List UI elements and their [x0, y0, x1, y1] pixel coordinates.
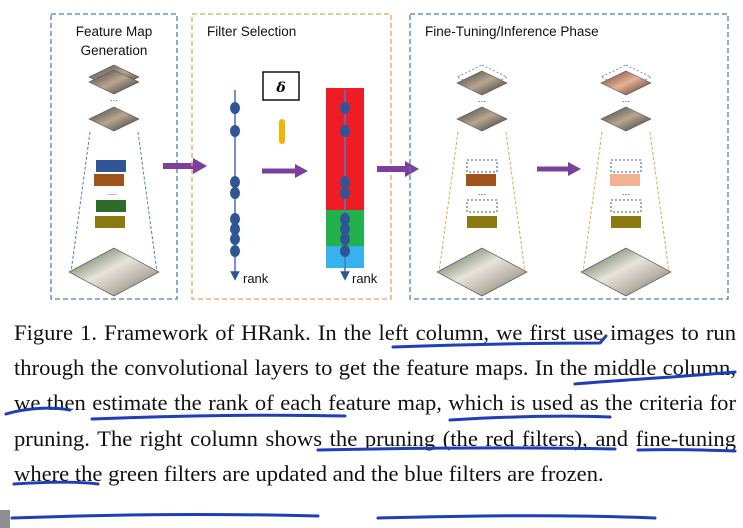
- conv-filter-block: [466, 159, 498, 173]
- feature-map-tile: [456, 70, 508, 96]
- flow-arrow: [163, 158, 207, 174]
- delta-threshold-bar: [279, 119, 285, 144]
- conv-filter-block: [96, 200, 126, 212]
- feature-map-tile: [600, 106, 652, 132]
- input-image: [580, 247, 672, 297]
- feature-map-generation-panel: Feature Map Generation … …: [50, 13, 178, 300]
- caption-text: , we first use images to run through the…: [14, 320, 736, 381]
- caption-text: Figure 1. Framework of HRank.: [14, 320, 318, 345]
- feature-map-tile: [600, 70, 652, 96]
- feature-map-tile: [88, 69, 140, 95]
- hrank-framework-figure: Feature Map Generation … … Filter Select…: [50, 13, 729, 300]
- caption-highlight: as the criteria for pruning: [14, 390, 736, 451]
- caption-highlight: estimate the rank: [92, 390, 249, 416]
- panel-title-line: Fine-Tuning/Inference Phase: [425, 24, 599, 39]
- pyramid-guide: [438, 131, 459, 273]
- ellipsis-dots: …: [108, 187, 117, 197]
- caption-highlight: In the left column: [317, 320, 484, 345]
- underline-stroke: [376, 514, 657, 520]
- ellipsis-dots: …: [622, 94, 631, 104]
- caption-highlight: The right column: [97, 425, 258, 451]
- conv-filter-block: [610, 199, 642, 213]
- conv-filter-block: [466, 174, 496, 186]
- pyramid-guide: [137, 131, 158, 273]
- panel-title-line: Filter Selection: [207, 24, 296, 39]
- caption-text: .: [598, 460, 604, 486]
- rank-dots: [230, 102, 240, 257]
- feature-map-tile: [456, 106, 508, 132]
- pyramid-guide: [505, 131, 526, 273]
- caption-highlight: In the middle column: [534, 355, 731, 381]
- figure-caption: Figure 1. Framework of HRank. In the lef…: [14, 315, 736, 491]
- flow-arrow: [537, 162, 581, 176]
- conv-filter-block: [95, 216, 125, 228]
- pyramid-guide: [70, 131, 91, 273]
- panel-title-line: Feature Map: [76, 24, 153, 39]
- panel-border: [50, 13, 178, 300]
- pyramid-guide: [649, 131, 670, 273]
- caption-text: .: [522, 355, 535, 381]
- conv-filter-block: [467, 216, 497, 228]
- rank-axis-label: rank: [352, 271, 378, 286]
- conv-filter-block: [610, 159, 642, 173]
- conv-filter-block: [94, 174, 124, 186]
- caption-highlight: get the feature maps: [338, 355, 523, 381]
- caption-highlight: the blue filters are frozen: [370, 460, 599, 486]
- rank-dots: [340, 102, 350, 257]
- flow-arrow: [377, 161, 419, 177]
- conv-filter-block: [466, 199, 498, 213]
- flow-arrow: [262, 164, 308, 178]
- caption-highlight: the green filters are updated: [74, 460, 328, 486]
- filter-selection-panel: Filter Selection rank δ: [191, 13, 392, 300]
- caption-text: .: [84, 425, 98, 451]
- panel-title-line: Generation: [81, 43, 148, 58]
- inference-stack: … …: [580, 64, 672, 297]
- panel-border: [409, 13, 729, 300]
- pyramid-guide: [582, 131, 603, 273]
- ellipsis-dots: …: [110, 93, 119, 103]
- ellipsis-dots: …: [478, 94, 487, 104]
- conv-filter-block: [611, 216, 641, 228]
- delta-box: [262, 71, 300, 101]
- input-image: [436, 247, 528, 297]
- feature-map-tile: [600, 64, 652, 90]
- feature-map-tile: [456, 64, 508, 90]
- conv-filter-block: [610, 174, 640, 186]
- fine-tuning-panel: Fine-Tuning/Inference Phase … … …: [409, 13, 729, 300]
- feature-map-tile: [88, 106, 140, 132]
- fine-tuning-stack: … …: [436, 64, 528, 297]
- underline-stroke: [10, 513, 320, 520]
- delta-symbol: δ: [275, 80, 285, 96]
- conv-filter-block: [96, 160, 126, 172]
- ellipsis-dots: …: [478, 187, 487, 197]
- caption-text: and: [327, 460, 371, 486]
- panel-border: [191, 13, 392, 300]
- caption-text: of each feature map, which is used: [248, 390, 580, 416]
- ellipsis-dots: …: [622, 187, 631, 197]
- rank-axis-label: rank: [243, 271, 269, 286]
- page-corner-marker: [0, 510, 10, 528]
- input-image: [68, 247, 160, 297]
